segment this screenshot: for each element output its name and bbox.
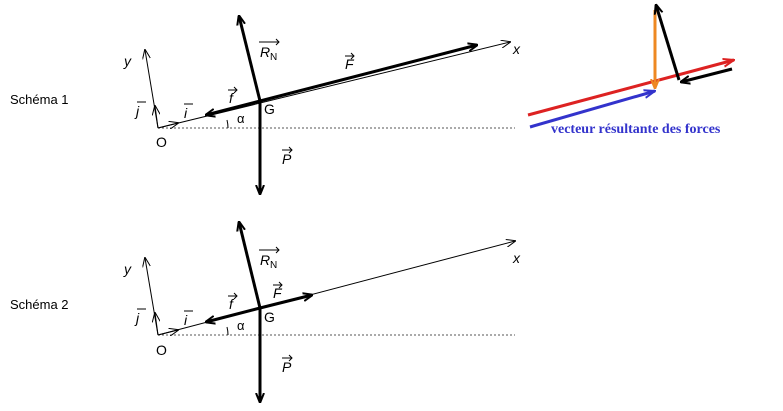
weight-P-label: P: [282, 151, 292, 167]
point-G-label: G: [264, 101, 275, 117]
black-reaction-arrow: [656, 5, 681, 81]
schema-2: Schéma 2 y x j i O α F f R N P G: [10, 222, 521, 402]
friction-f-label: f: [229, 90, 235, 106]
reaction-R-label: R: [260, 252, 270, 268]
friction-f-label: f: [229, 296, 235, 312]
vector-arrow-bar: [228, 292, 238, 300]
origin-label: O: [156, 134, 167, 150]
x-axis-label: x: [512, 41, 521, 57]
friction-f-arrow: [206, 99, 261, 115]
vector-arrow-bar: [345, 52, 355, 60]
unit-vector-j: [155, 106, 158, 129]
vector-arrow-bar: [228, 86, 238, 94]
reaction-R-subscript: N: [270, 260, 277, 271]
angle-label: α: [237, 111, 245, 126]
vector-arrow-bar: [282, 146, 293, 154]
schema-2-label: Schéma 2: [10, 297, 69, 312]
reaction-R-label: R: [260, 44, 270, 60]
reaction-R-subscript: N: [270, 52, 277, 63]
vector-arrow-bar: [282, 354, 293, 362]
x-axis-label: x: [512, 250, 521, 266]
vector-arrow-bar: [259, 246, 280, 254]
unit-vector-i: [157, 123, 178, 128]
unit-vector-i: [157, 330, 178, 335]
weight-P-label: P: [282, 359, 292, 375]
vector-arrow-bar: [273, 281, 283, 289]
schema-1: Schéma 1 y x j i O α F f R N: [10, 16, 521, 194]
angle-label: α: [237, 318, 245, 333]
point-G-label: G: [264, 309, 275, 325]
angle-arc: [226, 119, 229, 129]
resultant-caption: vecteur résultante des forces: [551, 122, 721, 137]
vector-arrow-bar: [259, 38, 280, 46]
black-friction-arrow: [681, 67, 733, 82]
angle-arc: [226, 326, 229, 336]
origin-label: O: [156, 342, 167, 358]
friction-f-arrow: [206, 306, 261, 322]
force-F-arrow: [259, 45, 477, 103]
vector-sum-sketch: vecteur résultante des forces: [527, 5, 734, 137]
force-F-label: F: [273, 285, 283, 301]
y-axis-label: y: [123, 53, 132, 69]
y-axis-label: y: [123, 261, 132, 277]
reaction-RN-arrow: [239, 222, 262, 309]
schema-1-label: Schéma 1: [10, 92, 69, 107]
unit-vector-j-label: j: [134, 310, 140, 326]
unit-vector-j: [155, 313, 158, 336]
red-force-arrow: [527, 60, 734, 117]
resultant-arrow: [529, 91, 655, 129]
force-F-arrow: [259, 295, 312, 310]
unit-vector-i-label: i: [184, 105, 188, 121]
reaction-RN-arrow: [239, 16, 262, 102]
unit-vector-i-label: i: [184, 312, 188, 328]
unit-vector-j-label: j: [134, 103, 140, 119]
force-F-label: F: [345, 56, 355, 72]
